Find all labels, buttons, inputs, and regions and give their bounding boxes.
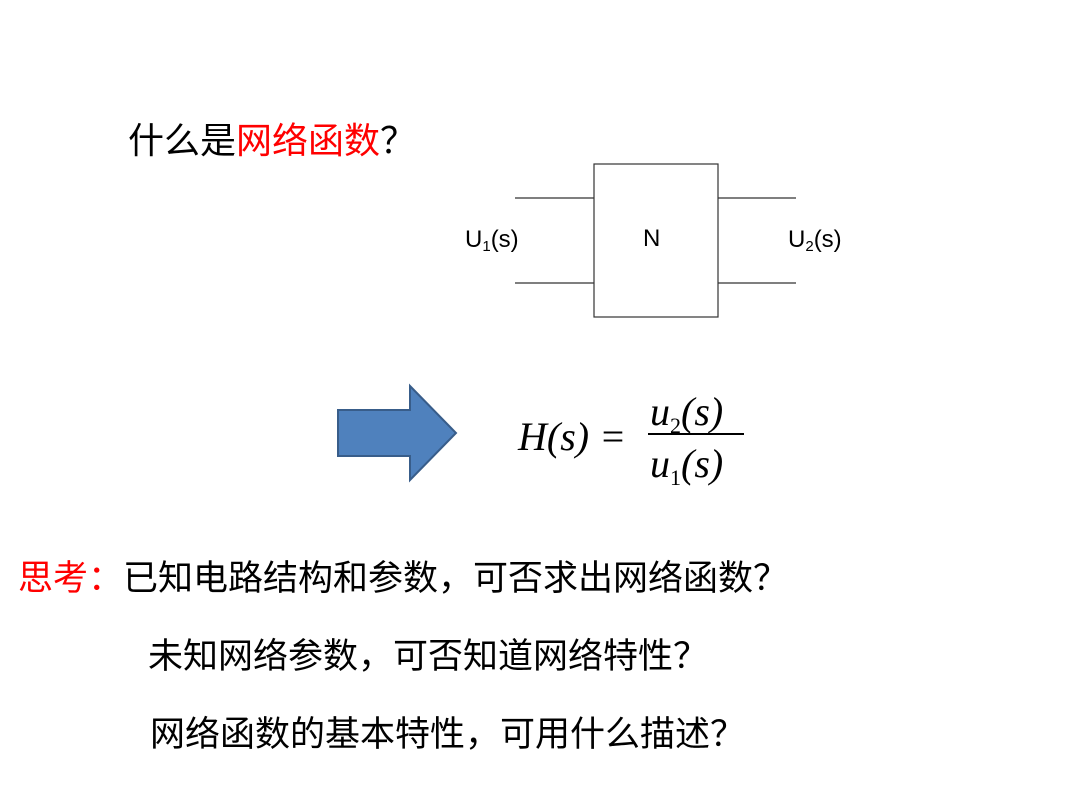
formula-numerator: u2(s) (650, 389, 724, 438)
title-suffix: ？ (380, 121, 417, 162)
slide-title: 什么是网络函数？ (128, 118, 416, 166)
right-arrow-icon (337, 383, 458, 483)
formula-denominator: u1(s) (650, 441, 724, 490)
think-label: 思考： (18, 559, 124, 599)
question-3: 网络函数的基本特性，可用什么描述？ (150, 715, 746, 755)
output-voltage-label: U2(s) (788, 226, 842, 255)
fraction-bar (648, 433, 744, 435)
question-1: 思考：已知电路结构和参数，可否求出网络函数？ (18, 556, 788, 602)
title-prefix: 什么是 (128, 121, 237, 162)
title-highlight: 网络函数 (236, 121, 381, 162)
input-voltage-label: U1(s) (465, 226, 519, 255)
formula-lhs: H(s) = (518, 414, 627, 459)
network-label: N (643, 225, 661, 252)
question-2: 未知网络参数，可否知道网络特性？ (148, 637, 709, 677)
network-block (593, 163, 719, 318)
network-function-formula: H(s) = u2(s) u1(s) (518, 388, 758, 490)
question-1-text: 已知电路结构和参数，可否求出网络函数？ (123, 559, 789, 599)
